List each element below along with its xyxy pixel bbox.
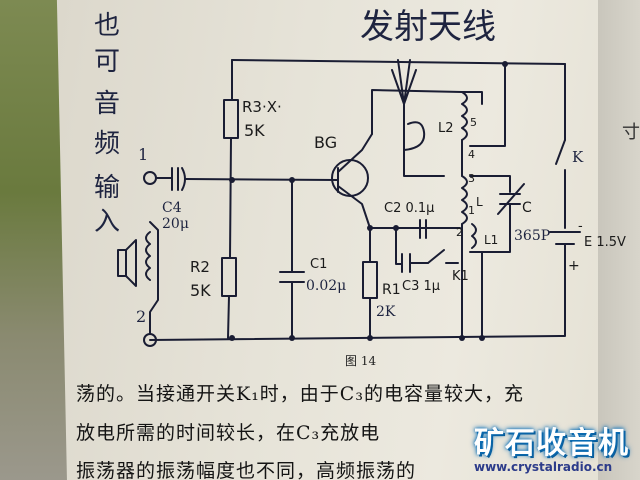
node-dot — [393, 225, 399, 231]
wire-collector-up — [371, 89, 463, 135]
speaker-icon — [117, 239, 137, 287]
body-text-line: 放电所需的时间较长，在C₃充放电 — [76, 422, 381, 444]
wire-antenna-loop — [403, 149, 445, 177]
capacitor-c2 — [413, 219, 439, 239]
label-r1: R1 — [382, 282, 401, 298]
coil-l2-lead — [403, 121, 426, 151]
label-c1-value: 0.02μ — [306, 278, 346, 294]
label-battery-minus: - — [578, 219, 583, 234]
coil-l2 — [461, 91, 468, 141]
label-c-value: 365P — [514, 228, 550, 244]
node-dot — [229, 335, 235, 341]
resistor-r2 — [221, 257, 237, 297]
wire-r2-down — [227, 295, 230, 339]
label-r2-value: 5K — [190, 281, 211, 300]
label-r1-value: 2K — [376, 304, 396, 320]
speaker-coil — [145, 231, 151, 281]
label-c2: C2 0.1μ — [384, 201, 434, 216]
margin-note-char: 频 — [94, 129, 120, 159]
label-r3: R3·X· — [242, 98, 282, 116]
resistor-r3 — [223, 99, 239, 139]
node-dot — [289, 177, 295, 183]
adjacent-page — [598, 0, 640, 480]
margin-note-char: 音 — [94, 89, 120, 119]
label-r2: R2 — [190, 258, 210, 276]
label-l2: L2 — [438, 121, 454, 136]
label-coil-4: 4 — [468, 148, 475, 161]
watermark-name: 矿石收音机 — [474, 426, 629, 461]
node-dot — [502, 61, 508, 67]
wire-tap5 — [461, 91, 483, 105]
body-text-line: 荡的。当接通开关K₁时，由于C₃的电容量较大，充 — [76, 383, 524, 405]
label-tap-2: 2 — [136, 307, 146, 326]
transistor-collector — [337, 133, 373, 173]
label-k1: K1 — [452, 269, 469, 284]
antenna — [391, 59, 417, 151]
adjacent-page-char: 寸 — [622, 122, 640, 143]
watermark-url: www.crystalradio.cn — [474, 460, 613, 474]
body-text-line: 振荡器的振荡幅度也不同，高频振荡的 — [76, 460, 417, 480]
wire-tank-bottom — [469, 203, 511, 253]
wire-tank-top — [469, 175, 511, 193]
handwritten-title: 发射天线 — [360, 7, 496, 47]
input-terminal-1 — [143, 171, 157, 185]
label-c1: C1 — [310, 257, 327, 272]
node-dot — [479, 335, 485, 341]
margin-note-char: 入 — [94, 207, 120, 237]
label-coil-1: 1 — [468, 204, 475, 217]
capacitor-c3 — [401, 253, 429, 273]
label-coil-5: 5 — [470, 116, 477, 129]
node-dot — [367, 225, 373, 231]
node-dot — [289, 335, 295, 341]
capacitor-c4 — [171, 167, 186, 191]
label-coil-3: 3 — [468, 172, 475, 185]
node-dot — [367, 335, 373, 341]
wire-right-branch — [469, 63, 506, 147]
wire-bottom-rail — [149, 335, 561, 341]
label-battery: E 1.5V — [584, 235, 626, 250]
label-c4-value: 20μ — [162, 216, 189, 232]
resistor-r1 — [362, 261, 378, 299]
label-bg: BG — [314, 133, 337, 152]
watermark: 矿石收音机 www.crystalradio.cn — [468, 412, 638, 480]
wire-speaker — [149, 221, 159, 335]
wire-c4-base — [185, 178, 339, 181]
label-l: L — [476, 195, 483, 209]
margin-note-char: 也 — [94, 11, 120, 41]
label-coil-2: 2 — [456, 226, 463, 239]
switch-k — [555, 139, 566, 229]
label-r3-value: 5K — [244, 121, 265, 140]
margin-note-char: 可 — [94, 47, 120, 77]
wire-c3-branch — [395, 227, 403, 265]
battery-e — [549, 231, 581, 337]
label-c: C — [522, 200, 532, 216]
label-c3: C3 1μ — [402, 279, 440, 294]
margin-note-char: 输 — [94, 173, 120, 203]
switch-k1 — [427, 249, 459, 264]
label-c4: C4 — [162, 200, 182, 216]
node-dot — [229, 177, 235, 183]
figure-caption: 图 14 — [345, 354, 377, 368]
node-dot — [459, 335, 465, 341]
label-tap-1: 1 — [138, 145, 148, 164]
wire-c1 — [279, 179, 305, 339]
transistor-emitter — [337, 185, 371, 229]
wire-r3-down — [229, 137, 232, 259]
svg-text:也可音频输入: 也可音频输入 — [94, 11, 120, 237]
label-k: K — [572, 148, 584, 166]
label-l1: L1 — [484, 233, 498, 247]
label-battery-plus: + — [568, 258, 580, 274]
coil-l — [461, 175, 468, 225]
coil-l1 — [471, 223, 477, 249]
handwritten-margin-note: 也可音频输入 — [94, 11, 120, 237]
